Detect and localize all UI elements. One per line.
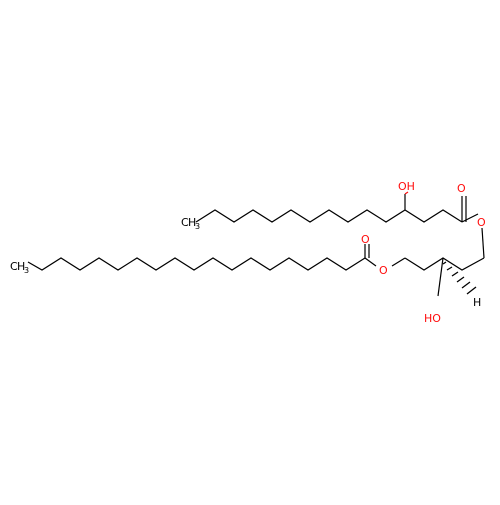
- ch3-upper-sub: 3: [195, 222, 200, 231]
- label-ch3-lower: C H 3: [10, 260, 29, 275]
- atom-o-lower-ester: O: [379, 264, 388, 277]
- lower-acyl-chain: [27, 257, 366, 271]
- label-ch3-upper: C H 3: [181, 216, 200, 231]
- ch3-upper-tail: C: [181, 216, 189, 229]
- ch3-upper-h: H: [188, 216, 196, 229]
- glycerol-backbone: [391, 257, 485, 271]
- ch3-lower-tail: C: [10, 260, 18, 273]
- atom-oh-upper: OH: [398, 180, 415, 193]
- bond-ester-ch2-upper: [481, 227, 485, 259]
- stereo-hash-bond: [442, 261, 477, 295]
- atom-ho-lower: HO: [424, 312, 441, 325]
- ch3-lower-sub: 3: [24, 266, 29, 275]
- bond-c-oh-upper-red: [404, 191, 409, 195]
- bond-c-oh-lower: [437, 257, 444, 297]
- atom-o-upper-carbonyl: O: [457, 182, 466, 195]
- atom-h-stereo: H: [473, 296, 481, 309]
- atom-o-upper-ester: O: [477, 216, 486, 229]
- atom-o-lower-carbonyl: O: [361, 233, 370, 246]
- carbonyl-lower: [364, 244, 370, 258]
- carbonyl-upper: [461, 196, 467, 222]
- bond-ester-carbonyl-lower: [364, 257, 377, 267]
- bond-carbonyl-ester-upper: [461, 213, 479, 223]
- upper-acyl-chain: [195, 209, 463, 223]
- ch3-lower-h: H: [17, 260, 25, 273]
